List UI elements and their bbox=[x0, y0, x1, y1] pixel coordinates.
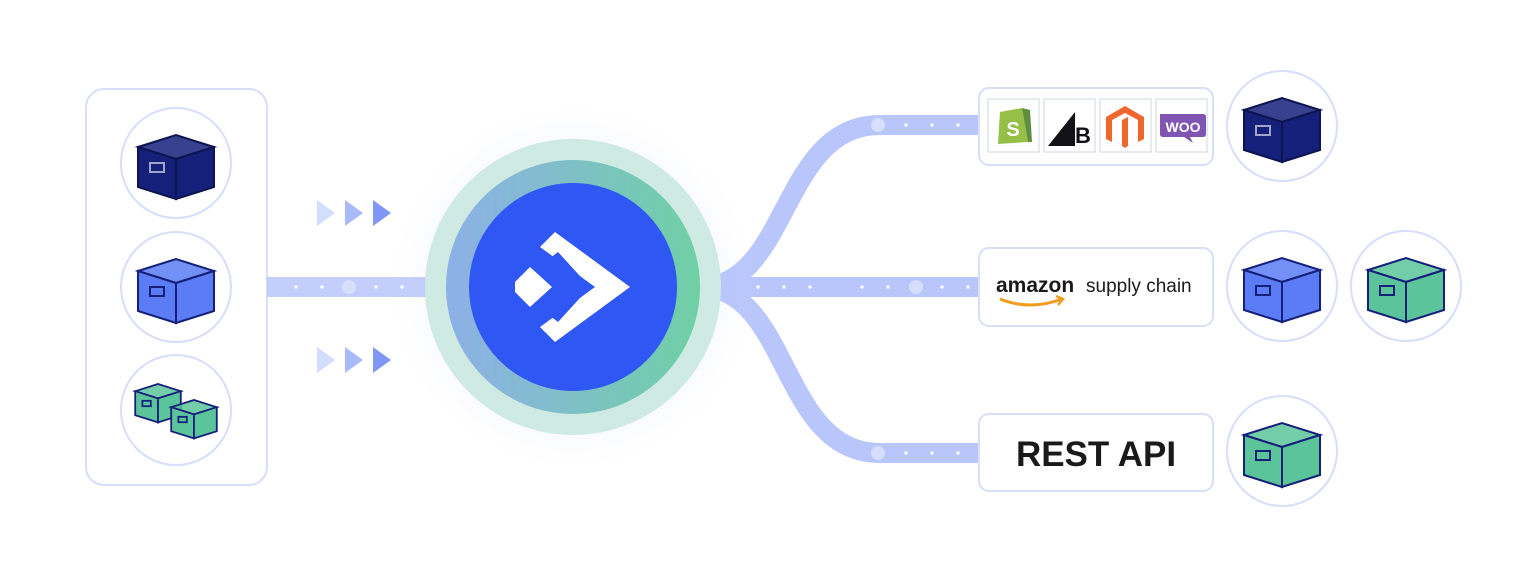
dest-green-box-circle-amazon bbox=[1350, 230, 1462, 342]
dest-green-box-circle-api bbox=[1226, 395, 1338, 507]
green-box-icon bbox=[134, 383, 182, 424]
amazon-suffix: supply chain bbox=[1086, 276, 1192, 297]
source-navy-box-circle bbox=[120, 107, 232, 219]
woo-text: WOO bbox=[1166, 119, 1201, 135]
green-box-icon bbox=[1243, 422, 1321, 488]
rest-api-label: REST API bbox=[1016, 435, 1176, 474]
svg-text:B: B bbox=[1075, 123, 1091, 148]
amazon-wordmark: amazon bbox=[996, 274, 1074, 297]
woocommerce-logo-icon: WOO bbox=[1155, 98, 1208, 153]
ecommerce-platforms-card: S B WOO bbox=[978, 87, 1214, 166]
green-box-icon bbox=[170, 399, 218, 440]
central-hub bbox=[383, 97, 763, 477]
navy-box-icon bbox=[1243, 97, 1321, 163]
bigcommerce-logo-icon: B bbox=[1043, 98, 1096, 153]
svg-text:S: S bbox=[1006, 119, 1019, 141]
source-green-boxes-circle bbox=[120, 354, 232, 466]
amazon-smile-icon bbox=[999, 297, 1063, 307]
rest-api-card: REST API bbox=[978, 413, 1214, 492]
shopify-logo-icon: S bbox=[987, 98, 1040, 153]
dest-navy-box-circle bbox=[1226, 70, 1338, 182]
dest-blue-box-circle bbox=[1226, 230, 1338, 342]
arrows-bottom bbox=[317, 347, 391, 373]
blue-box-icon bbox=[137, 258, 215, 324]
green-box-icon bbox=[1367, 257, 1445, 323]
arrows-top bbox=[317, 200, 391, 226]
blue-box-icon bbox=[1243, 257, 1321, 323]
brand-logo-icon bbox=[515, 232, 630, 342]
amazon-supply-chain-card: amazon supply chain bbox=[978, 247, 1214, 327]
source-blue-box-circle bbox=[120, 231, 232, 343]
navy-box-icon bbox=[137, 134, 215, 200]
magento-logo-icon bbox=[1099, 98, 1152, 153]
